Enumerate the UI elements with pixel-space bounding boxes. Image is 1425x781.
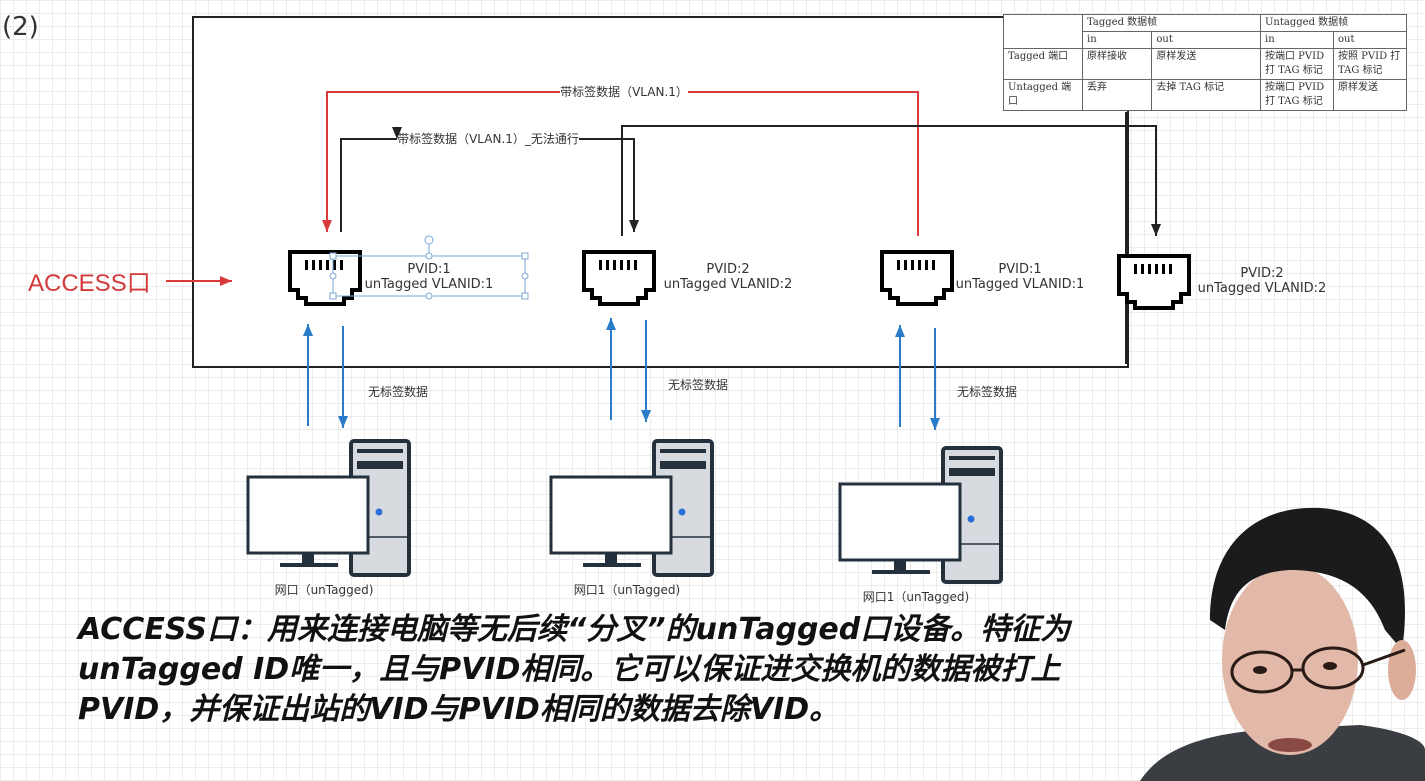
- black-blocked-flow[interactable]: 带标签数据（VLAN.1）_无法通行: [340, 127, 639, 232]
- table-header-untagged: Untagged 数据帧: [1260, 14, 1407, 32]
- port-untagged: unTagged VLANID:1: [956, 277, 1085, 292]
- table-header-row: Tagged 数据帧 Untagged 数据帧: [1003, 14, 1407, 49]
- red-tagged-flow[interactable]: 带标签数据（VLAN.1）: [322, 84, 919, 236]
- table-subheader-row: in out in out: [1004, 31, 1407, 49]
- table-cell: 按端口 PVID 打 TAG 标记: [1260, 48, 1334, 80]
- table-row-header: Untagged 端口: [1003, 79, 1083, 111]
- table-corner-cell: [1003, 14, 1083, 49]
- port-pvid: PVID:1: [998, 262, 1041, 277]
- black-flow-label: 带标签数据（VLAN.1）_无法通行: [397, 131, 579, 146]
- port-3[interactable]: PVID:1 unTagged VLANID:1: [880, 250, 1085, 306]
- port-1[interactable]: PVID:1 unTagged VLANID:1: [288, 235, 529, 306]
- table-cell: 按照 PVID 打 TAG 标记: [1333, 48, 1407, 80]
- table-cell: 丢弃: [1081, 79, 1153, 111]
- table-header-tagged: Tagged 数据帧: [1082, 14, 1261, 32]
- desktop-computer-icon: [246, 439, 411, 577]
- computer-label: 网口1（unTagged): [863, 590, 969, 604]
- computer-label: 网口1（unTagged): [574, 583, 680, 597]
- port-pvid: PVID:1: [407, 262, 450, 277]
- caption-text: ACCESS口：用来连接电脑等无后续“分叉”的unTagged口设备。特征为un…: [78, 612, 1071, 727]
- computer-label: 网口（unTagged): [275, 583, 374, 597]
- desktop-computer-icon: [838, 446, 1003, 584]
- access-port-label: ACCESS口: [28, 270, 151, 297]
- desktop-computer-icon: [549, 439, 714, 577]
- presenter-webcam-image: [1140, 507, 1425, 781]
- untagged-flow-label: 无标签数据: [957, 384, 1017, 399]
- rj45-port-icon: [1117, 254, 1191, 310]
- table-subheader-cell: in: [1081, 31, 1153, 49]
- computer-1[interactable]: 网口（unTagged): [246, 439, 411, 597]
- switch-boundary[interactable]: [192, 16, 1129, 368]
- table-cell: 原样接收: [1081, 48, 1153, 80]
- table-row: Tagged 端口 原样接收 原样发送 按端口 PVID 打 TAG 标记 按照…: [1003, 48, 1407, 80]
- table-row-header: Tagged 端口: [1003, 48, 1083, 80]
- computer-2[interactable]: 网口1（unTagged): [549, 439, 714, 597]
- table-subheader-cell: out: [1151, 31, 1261, 49]
- step-label: (2): [2, 12, 39, 42]
- port-untagged: unTagged VLANID:2: [664, 277, 793, 292]
- table-cell: 原样发送: [1333, 79, 1407, 111]
- black-vlan2-flow[interactable]: [621, 112, 1161, 364]
- untagged-flow-3[interactable]: 无标签数据: [895, 325, 1017, 430]
- untagged-flow-label: 无标签数据: [668, 377, 728, 392]
- port-pvid: PVID:2: [706, 262, 749, 277]
- untagged-flow-label: 无标签数据: [368, 384, 428, 399]
- selection-handles[interactable]: [329, 235, 529, 300]
- red-flow-label: 带标签数据（VLAN.1）: [560, 84, 688, 99]
- vlan-frame-handling-table: Tagged 数据帧 Untagged 数据帧 in out in out Ta…: [1003, 14, 1407, 111]
- table-row: Untagged 端口 丢弃 去掉 TAG 标记 按端口 PVID 打 TAG …: [1003, 79, 1407, 111]
- untagged-flow-1[interactable]: 无标签数据: [303, 324, 428, 428]
- port-4[interactable]: PVID:2 unTagged VLANID:2: [1117, 254, 1327, 310]
- table-cell: 去掉 TAG 标记: [1151, 79, 1261, 111]
- untagged-flow-2[interactable]: 无标签数据: [606, 318, 728, 422]
- rj45-port-icon: [582, 250, 656, 306]
- port-2[interactable]: PVID:2 unTagged VLANID:2: [582, 250, 793, 306]
- table-subheader-cell: out: [1333, 31, 1407, 49]
- port-untagged: unTagged VLANID:1: [365, 277, 494, 292]
- port-pvid: PVID:2: [1240, 266, 1283, 281]
- table-cell: 按端口 PVID 打 TAG 标记: [1260, 79, 1334, 111]
- table-cell: 原样发送: [1151, 48, 1261, 80]
- computer-3[interactable]: 网口1（unTagged): [838, 446, 1003, 604]
- rj45-port-icon: [880, 250, 954, 306]
- port-untagged: unTagged VLANID:2: [1198, 281, 1327, 296]
- table-subheader-cell: in: [1260, 31, 1334, 49]
